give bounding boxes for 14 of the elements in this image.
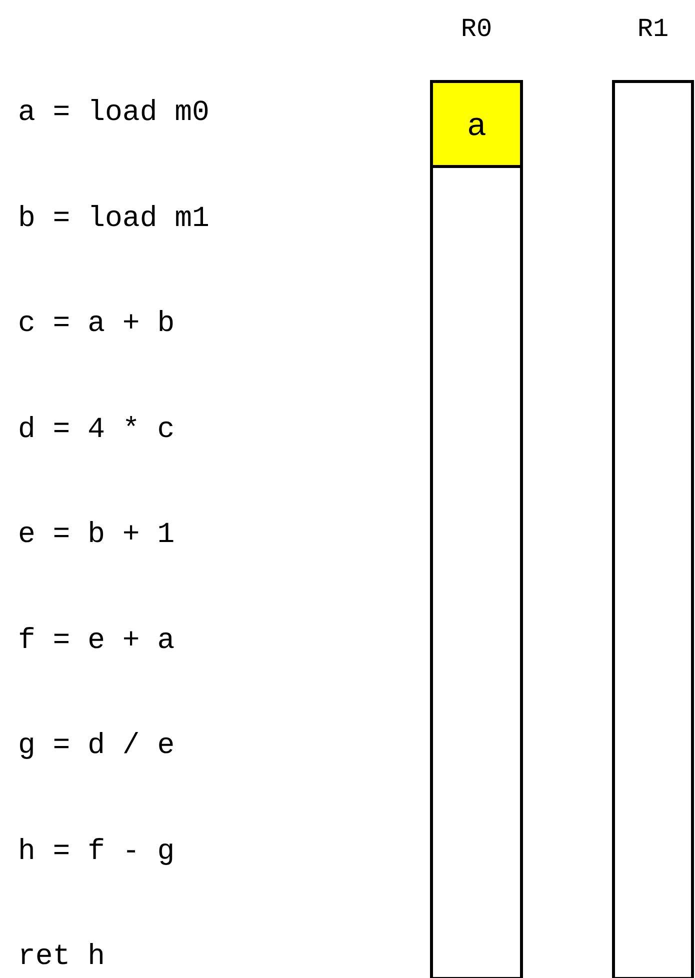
code-line: f = e + a	[18, 626, 175, 654]
register-column	[612, 80, 694, 978]
code-line: g = d / e	[18, 731, 175, 760]
code-line: ret h	[18, 942, 106, 971]
code-line: d = 4 * c	[18, 414, 175, 444]
register-cell: a	[430, 80, 523, 168]
register-label: R1	[636, 16, 670, 42]
code-line: c = a + b	[18, 309, 175, 338]
code-line: e = b + 1	[18, 520, 175, 549]
code-line: a = load m0	[18, 98, 210, 127]
register-column	[430, 80, 523, 978]
register-label: R0	[460, 16, 494, 42]
code-line: b = load m1	[18, 204, 210, 232]
code-line: h = f - g	[18, 836, 175, 866]
